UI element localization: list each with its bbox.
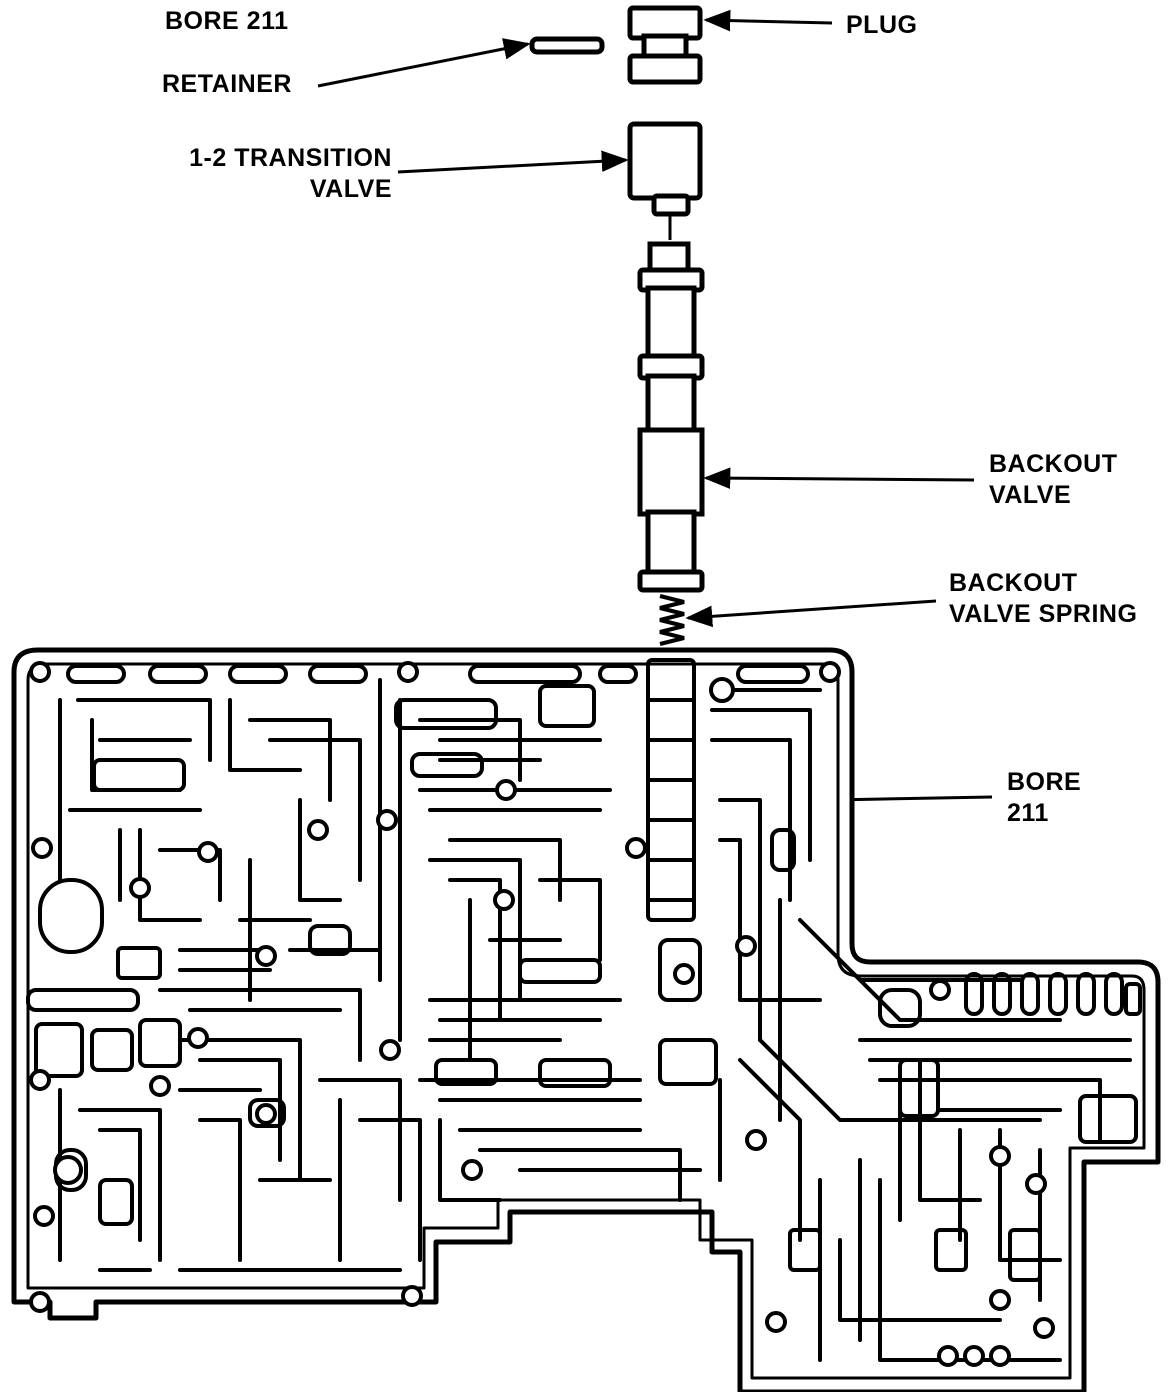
backout-valve-part — [637, 241, 705, 593]
backout-spring-label-line2: VALVE SPRING — [949, 600, 1138, 628]
valve-body-passages — [26, 658, 1142, 1362]
transition-valve-part — [627, 121, 703, 217]
bolt-holes — [29, 661, 1055, 1367]
backout-spring-part — [659, 594, 685, 646]
bore-211-side-label: BORE 211 — [1007, 767, 1081, 829]
transition-valve-label-line2: VALVE — [309, 175, 392, 203]
transition-valve-label-line1: 1-2 TRANSITION — [189, 144, 392, 172]
backout-spring-leader — [685, 599, 937, 628]
bore-211-side-label-line2: 211 — [1007, 799, 1049, 827]
backout-spring-label-line1: BACKOUT — [949, 569, 1078, 597]
valve-stack — [529, 5, 705, 646]
plug-part — [627, 5, 703, 85]
plug-label: PLUG — [846, 11, 918, 39]
backout-valve-label-line2: VALVE — [989, 481, 1072, 509]
transition-valve-label: 1-2 TRANSITION VALVE — [160, 143, 392, 205]
backout-valve-leader — [703, 467, 975, 489]
backout-valve-label-line1: BACKOUT — [989, 450, 1118, 478]
plug-leader — [703, 9, 833, 32]
backout-valve-label: BACKOUT VALVE — [989, 449, 1118, 511]
retainer-part — [529, 36, 605, 55]
retainer-leader — [317, 38, 531, 88]
bore-211-side-label-line1: BORE — [1007, 768, 1082, 796]
retainer-label: RETAINER — [162, 70, 292, 98]
transition-valve-leader — [397, 150, 629, 174]
backout-spring-label: BACKOUT VALVE SPRING — [949, 568, 1137, 630]
bore-211-title-label: BORE 211 — [165, 7, 289, 35]
